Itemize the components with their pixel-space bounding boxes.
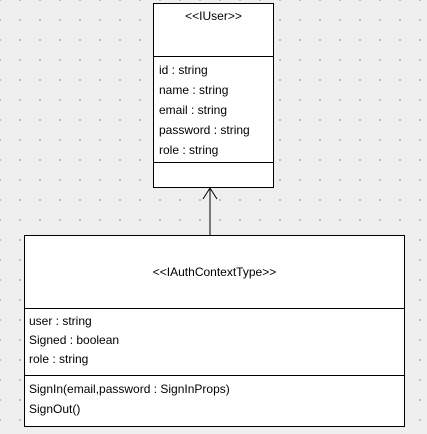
class-iauth-name-compartment: <<IAuthContextType>> [25,236,404,309]
class-iauth-attributes: user : string Signed : boolean role : st… [25,309,404,376]
iauth-attribute-role: role : string [29,352,89,366]
iauth-operation-signout: SignOut() [29,402,81,416]
open-arrowhead-icon [202,187,218,200]
iuser-attribute-role: role : string [159,143,219,157]
class-iauth-title: <<IAuthContextType>> [152,265,277,279]
class-iuser-title: <<IUser>> [185,9,242,23]
class-iuser-name-compartment: <<IUser>> [154,4,273,57]
iuser-attribute-id: id : string [159,63,208,77]
iauth-attribute-signed: Signed : boolean [29,333,120,347]
class-iuser-operations [154,163,273,187]
class-iauth-operations: SignIn(email,password : SignInProps) Sig… [25,376,404,426]
iuser-attribute-password: password : string [159,123,250,137]
class-iauthcontexttype[interactable]: <<IAuthContextType>> user : string Signe… [24,235,405,427]
iuser-attribute-name: name : string [159,83,229,97]
class-iuser[interactable]: <<IUser>> id : string name : string emai… [153,3,274,188]
iuser-attribute-email: email : string [159,103,228,117]
iauth-operation-signin: SignIn(email,password : SignInProps) [29,382,230,396]
iauth-attribute-user: user : string [29,314,92,328]
class-iuser-attributes: id : string name : string email : string… [154,57,273,163]
